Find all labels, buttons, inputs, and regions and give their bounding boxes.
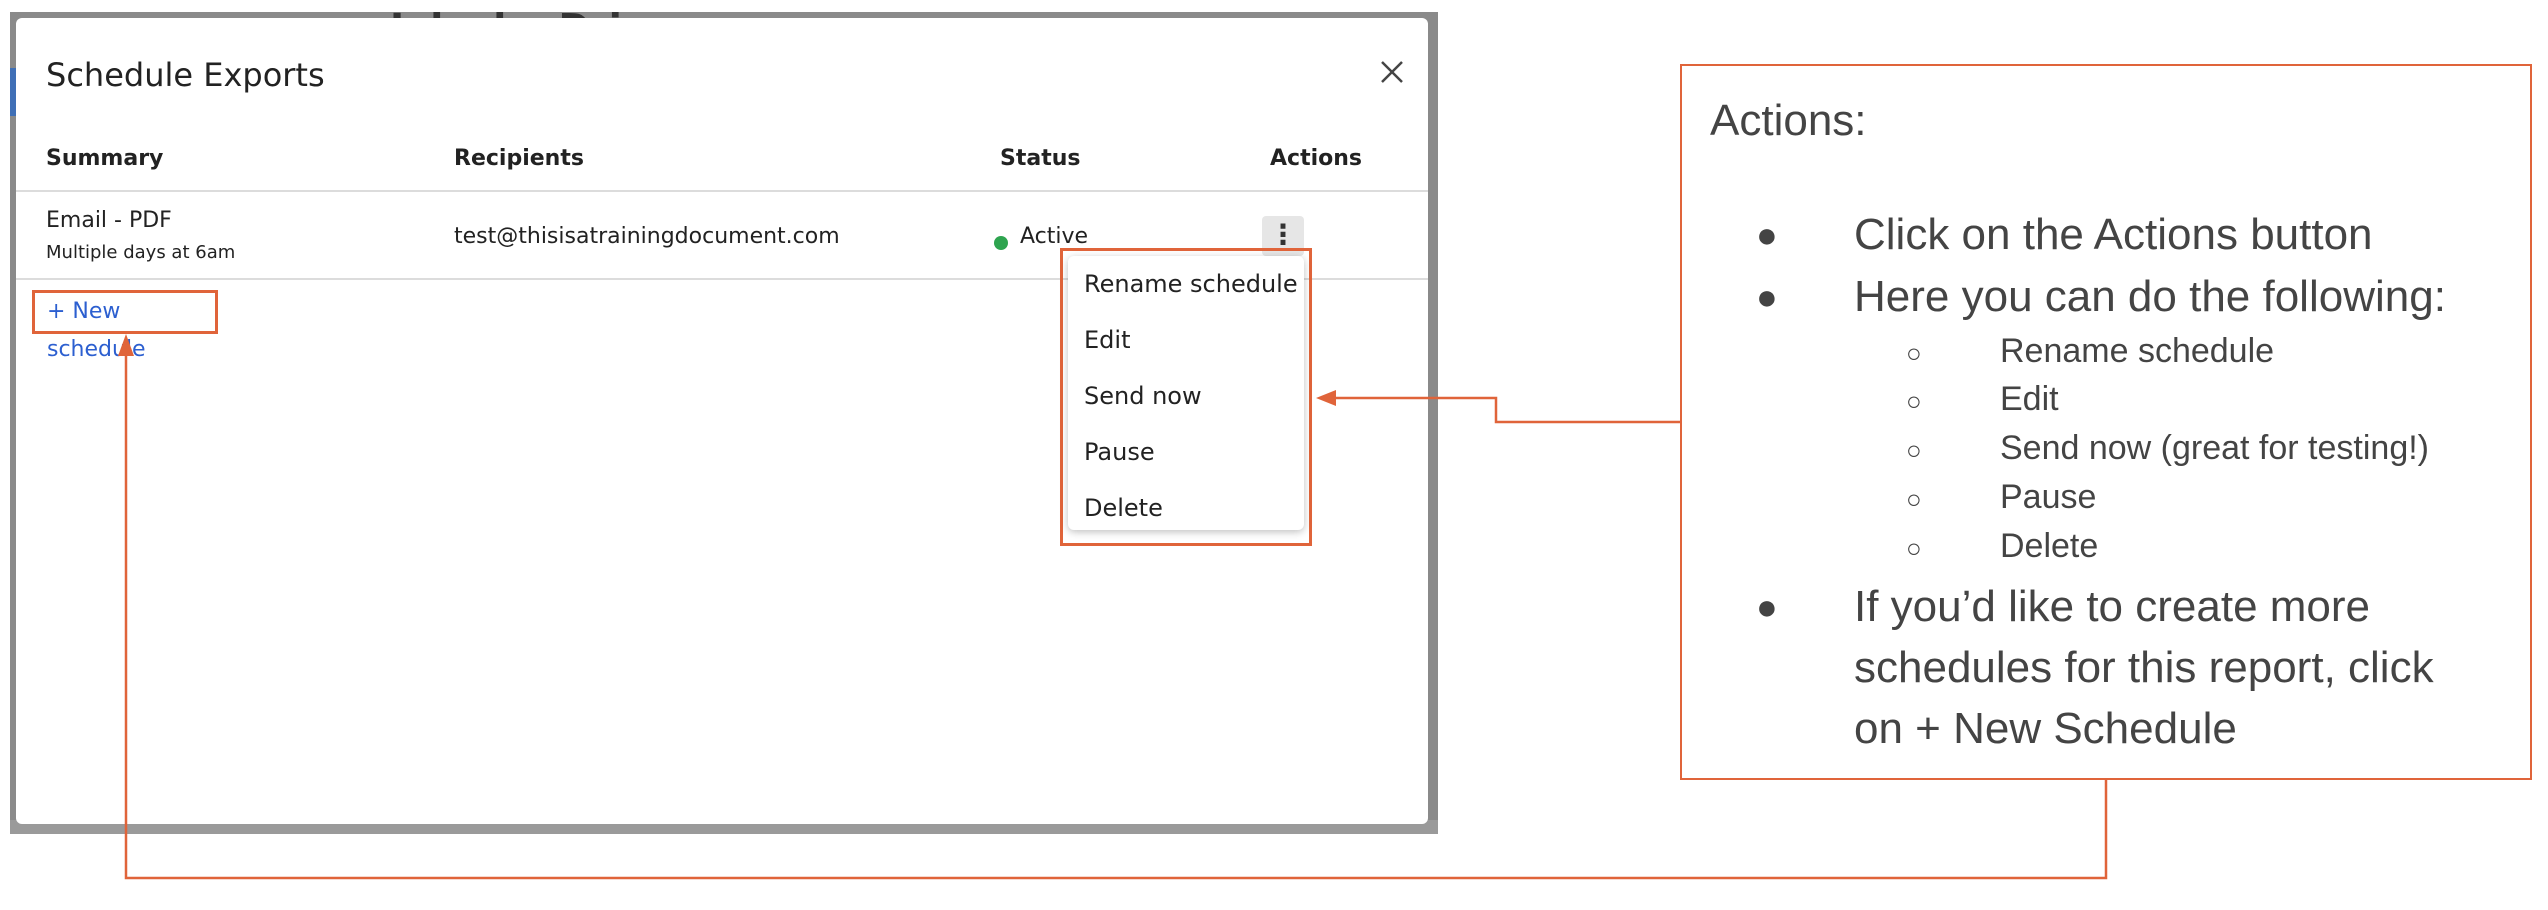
header-divider — [16, 190, 1428, 192]
callout-sub-item: Edit — [2000, 380, 2059, 418]
connector-menu-arrow — [1326, 396, 1680, 424]
sub-bullet-icon: ○ — [1906, 338, 1922, 368]
callout-bullet: Click on the Actions button — [1854, 210, 2373, 259]
connector-menu-arrowhead — [1316, 390, 1336, 406]
row-status: Active — [1020, 224, 1089, 249]
bullet-icon: ● — [1756, 214, 1778, 255]
sub-bullet-icon: ○ — [1906, 386, 1922, 416]
callout-bullet-line: on + New Schedule — [1854, 704, 2237, 753]
callout-title: Actions: — [1710, 96, 1867, 145]
callout-sub-item: Send now (great for testing!) — [2000, 429, 2430, 467]
modal-title: Schedule Exports — [46, 56, 325, 94]
row-summary: Email - PDF — [46, 208, 172, 233]
close-icon[interactable] — [1372, 52, 1412, 92]
actions-menu-highlight — [1060, 248, 1312, 546]
status-active-dot-icon — [994, 236, 1008, 250]
actions-dropdown-menu: Rename schedule Edit Send now Pause Dele… — [1068, 256, 1304, 530]
bullet-icon: ● — [1756, 586, 1778, 627]
callout-bullet-line: schedules for this report, click — [1854, 643, 2434, 692]
sub-bullet-icon: ○ — [1906, 435, 1922, 465]
connector-new-schedule-arrow — [124, 348, 2108, 880]
instructions-callout: Actions: ● Click on the Actions button ●… — [1680, 64, 2532, 780]
menu-item-pause[interactable]: Pause — [1084, 438, 1155, 466]
menu-item-send-now[interactable]: Send now — [1084, 382, 1202, 410]
column-header-actions: Actions — [1270, 146, 1362, 171]
callout-bullet-line: If you’d like to create more — [1854, 582, 2371, 631]
bullet-icon: ● — [1756, 276, 1778, 317]
row-summary-detail: Multiple days at 6am — [46, 242, 236, 263]
menu-item-delete[interactable]: Delete — [1084, 494, 1163, 522]
column-header-recipients: Recipients — [454, 146, 584, 171]
connector-new-schedule-arrowhead — [118, 334, 134, 356]
background-tab-marker — [10, 68, 18, 116]
menu-item-rename-schedule[interactable]: Rename schedule — [1084, 270, 1298, 298]
column-header-status: Status — [1000, 146, 1081, 171]
row-divider — [16, 278, 1428, 280]
sub-bullet-icon: ○ — [1906, 533, 1922, 563]
actions-menu-button[interactable]: ⋮ — [1262, 216, 1304, 256]
row-recipients: test@thisisatrainingdocument.com — [454, 224, 840, 249]
callout-sub-item: Delete — [2000, 527, 2099, 565]
column-header-summary: Summary — [46, 146, 164, 171]
callout-bullet: Here you can do the following: — [1854, 272, 2446, 321]
menu-item-edit[interactable]: Edit — [1084, 326, 1131, 354]
schedule-exports-modal: Schedule Exports Summary Recipients Stat… — [16, 18, 1428, 824]
sub-bullet-icon: ○ — [1906, 484, 1922, 514]
callout-sub-item: Pause — [2000, 478, 2097, 516]
callout-sub-item: Rename schedule — [2000, 332, 2275, 370]
